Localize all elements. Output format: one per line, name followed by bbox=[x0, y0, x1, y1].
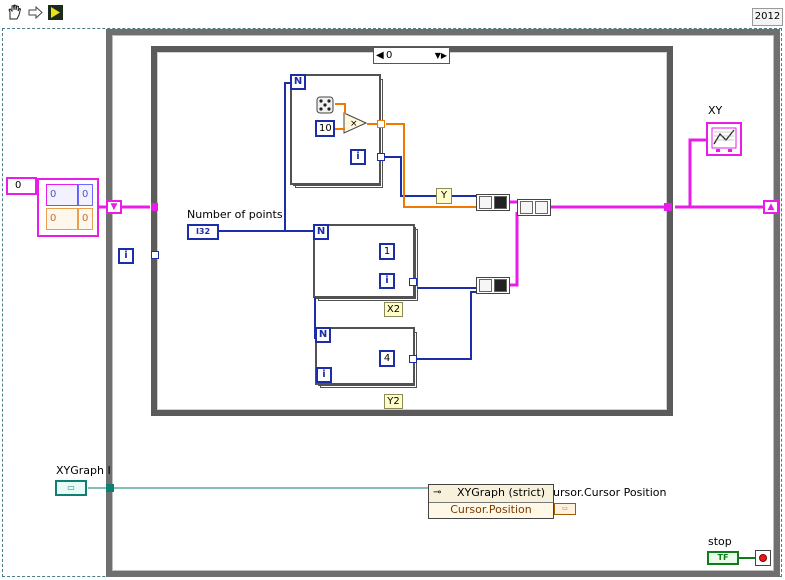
loop1-iteration-terminal: i bbox=[350, 149, 366, 165]
xy-graph-label: XY bbox=[708, 104, 723, 117]
svg-text:×: × bbox=[350, 119, 358, 129]
while-iteration-terminal: i bbox=[118, 248, 134, 264]
array-cell: 0 bbox=[78, 208, 93, 230]
bundle-cell bbox=[520, 201, 533, 214]
iteration-tunnel bbox=[151, 251, 159, 259]
bundle-cell bbox=[479, 196, 492, 209]
case-selector[interactable]: ◀ 0 ▼▶ bbox=[373, 47, 450, 64]
property-node[interactable]: ⊸ XYGraph (strict) Cursor.Position bbox=[428, 484, 554, 519]
selector-left-arrow[interactable]: ◀ bbox=[376, 50, 384, 61]
loop2-output-label: X2 bbox=[384, 302, 403, 317]
xygraph-ref-label: XYGraph I bbox=[56, 464, 111, 477]
property-node-class: XYGraph (strict) bbox=[457, 486, 546, 499]
bundle-cell bbox=[494, 196, 507, 209]
dice-icon bbox=[316, 96, 334, 114]
loop1-internal-wires bbox=[335, 103, 377, 130]
key-icon: ⊸ bbox=[433, 487, 442, 498]
bundle-cell bbox=[479, 279, 492, 292]
bundle-cell bbox=[535, 201, 548, 214]
bundle-node-1[interactable] bbox=[476, 194, 510, 211]
for-loop-x2 bbox=[313, 224, 415, 298]
loop2-out-tunnel bbox=[409, 278, 417, 286]
array-control[interactable]: 0 0 0 0 bbox=[37, 178, 99, 237]
property-item[interactable]: Cursor.Position bbox=[450, 503, 532, 516]
loop1-count-terminal: N bbox=[290, 74, 306, 90]
property-output-terminal: ▭ bbox=[554, 503, 576, 515]
shift-register-right[interactable]: ▲ bbox=[763, 200, 779, 214]
loop1-output-label: Y bbox=[436, 188, 452, 204]
array-cell-value: 0 bbox=[50, 213, 57, 224]
array-cell: 0 bbox=[46, 184, 78, 206]
stop-terminal[interactable]: TF bbox=[707, 551, 739, 565]
case-tunnel-left bbox=[151, 203, 158, 211]
selector-right-arrow[interactable]: ▼▶ bbox=[434, 51, 447, 60]
double-wires bbox=[386, 123, 476, 208]
number-of-points-label: Number of points bbox=[187, 208, 283, 221]
array-index: 0 bbox=[15, 180, 22, 191]
xygraph-reference-terminal[interactable]: ▭ bbox=[55, 480, 87, 496]
loop2-constant[interactable]: 1 bbox=[379, 243, 395, 260]
selector-value: 0 bbox=[386, 50, 393, 61]
loop-tunnel-ref bbox=[106, 484, 114, 492]
array-cell-value: 0 bbox=[50, 189, 57, 200]
loop3-count-terminal: N bbox=[315, 327, 331, 343]
version-badge: 2012 bbox=[752, 8, 783, 26]
multiply-icon: × bbox=[343, 112, 368, 134]
hand-icon[interactable] bbox=[6, 4, 23, 21]
array-cell: 0 bbox=[46, 208, 78, 230]
loop3-output-label: Y2 bbox=[384, 394, 403, 409]
bundle-node-2[interactable] bbox=[476, 277, 510, 294]
graph-icon bbox=[711, 127, 737, 152]
loop1-constant[interactable]: 10 bbox=[315, 120, 335, 137]
loop-condition-stop-icon[interactable] bbox=[755, 550, 771, 566]
run-arrow-icon[interactable] bbox=[47, 4, 64, 21]
loop1-out-int-tunnel bbox=[377, 153, 385, 161]
loop3-iteration-terminal: i bbox=[316, 367, 332, 383]
stop-label: stop bbox=[708, 535, 732, 548]
array-index-box[interactable]: 0 bbox=[6, 177, 37, 195]
loop3-out-tunnel bbox=[409, 355, 417, 363]
property-output-label: ursor.Cursor Position bbox=[553, 486, 667, 499]
loop2-count-terminal: N bbox=[313, 224, 329, 240]
array-cell: 0 bbox=[78, 184, 93, 206]
number-of-points-terminal[interactable]: I32 bbox=[187, 224, 219, 240]
build-array-node[interactable] bbox=[517, 199, 551, 216]
case-tunnel-right bbox=[664, 203, 672, 211]
property-node-header: ⊸ XYGraph (strict) bbox=[429, 485, 553, 503]
xy-graph-terminal[interactable] bbox=[706, 122, 742, 156]
shift-register-left[interactable]: ▼ bbox=[106, 200, 122, 214]
array-cell-value: 0 bbox=[82, 213, 89, 224]
loop3-constant[interactable]: 4 bbox=[379, 350, 395, 367]
array-cell-value: 0 bbox=[82, 189, 89, 200]
loop2-iteration-terminal: i bbox=[379, 273, 395, 289]
arrow-right-icon[interactable] bbox=[27, 4, 44, 21]
loop1-out-dbl-tunnel bbox=[377, 120, 385, 128]
bundle-cell bbox=[494, 279, 507, 292]
